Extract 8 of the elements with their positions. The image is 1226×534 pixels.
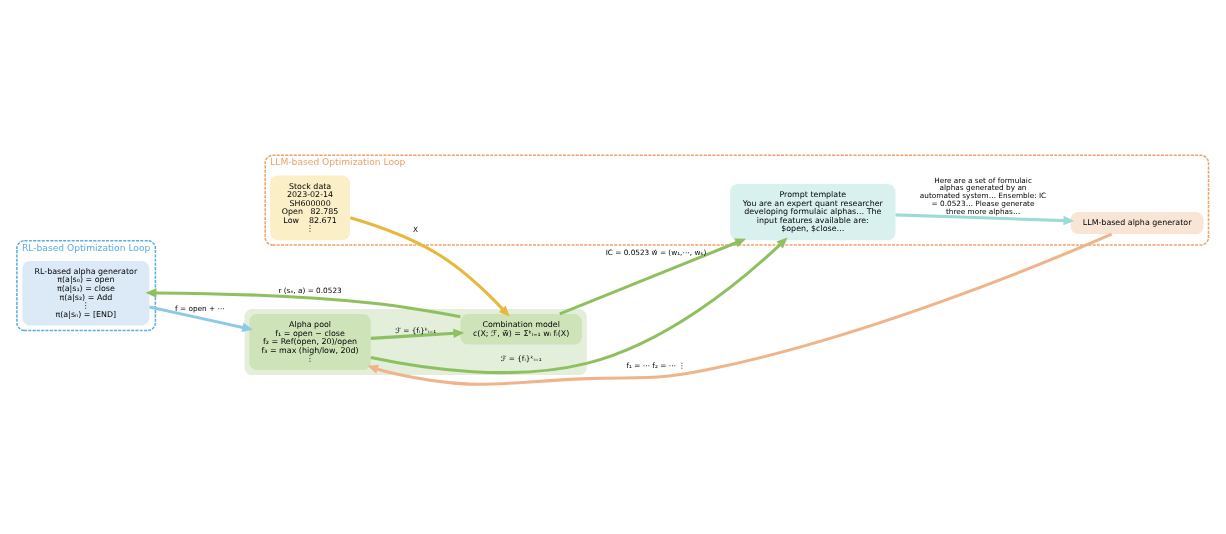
arrow [370,328,465,340]
arrow [367,232,1113,386]
arrow [895,212,1075,225]
arrow [145,287,461,318]
arrow [559,237,747,315]
arrow [149,305,253,332]
arrow [349,215,510,317]
arrow [370,237,788,374]
